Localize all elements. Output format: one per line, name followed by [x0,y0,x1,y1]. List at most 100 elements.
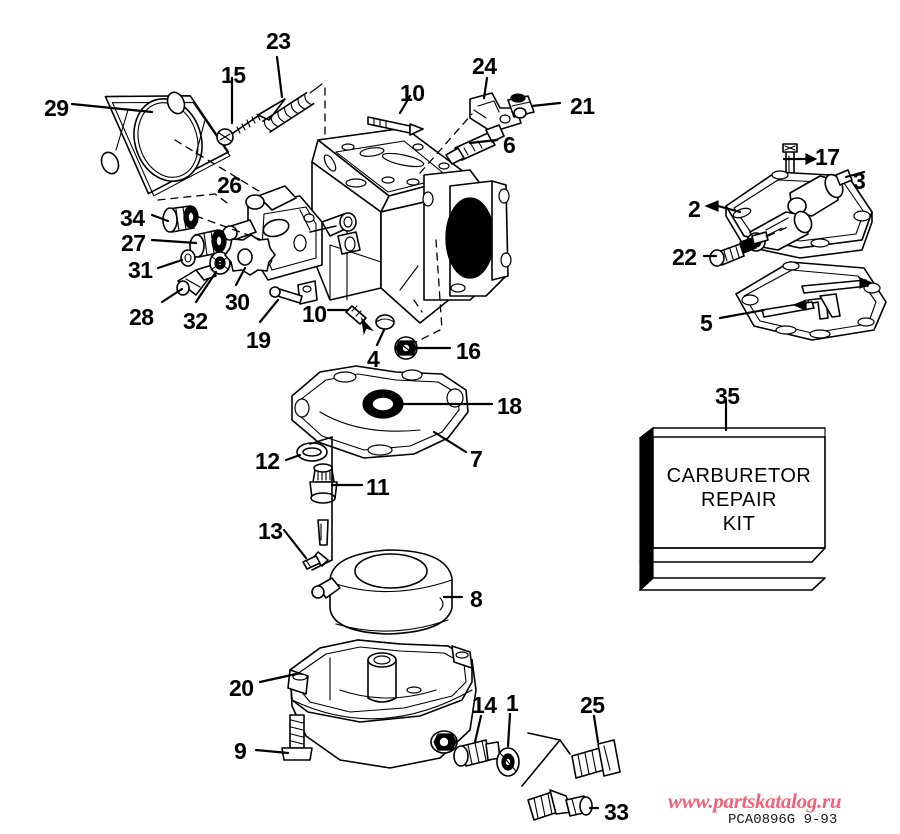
callout-14: 14 [472,692,497,718]
leader-25 [592,714,600,744]
part-22-needle-valve [709,227,783,267]
callout-35: 35 [715,383,740,409]
leader-13 [282,528,308,560]
part-29-gasket [100,91,231,197]
part-16-nut [394,336,418,360]
part-6-screw [445,124,505,165]
leader-17-arrow [805,153,818,165]
part-31-washer [180,249,196,267]
callout-10-upper: 10 [400,80,425,106]
part-34-bushing [162,205,199,233]
callout-22: 22 [672,244,697,270]
callout-7: 7 [470,446,483,472]
leader-31 [156,258,184,270]
callout-27: 27 [121,230,146,256]
site-watermark: www.partskatalog.ru [668,789,842,813]
callout-17: 17 [815,144,840,170]
callout-9: 9 [234,738,247,764]
callout-33: 33 [604,799,629,825]
assembly-line-16b [435,239,443,331]
part-14-drain-screw [453,739,501,767]
part-10-lower-pin [345,305,374,336]
leader-34 [150,213,170,223]
callout-5: 5 [700,310,713,336]
callout-21: 21 [570,93,595,119]
leader-24 [482,76,489,100]
leader-9 [254,748,290,755]
carburetor-body [222,127,512,324]
callout-19: 19 [246,327,271,353]
leader-5 [718,308,766,320]
callout-2: 2 [688,196,701,222]
assembly-line-22 [767,225,791,237]
leader-20 [258,672,298,684]
part-8-float [311,549,453,635]
part-5-cover-gasket [735,261,887,341]
leader-10-upper [398,94,412,115]
part-12-oring [296,442,328,462]
callout-11: 11 [366,474,390,500]
part-20-float-bowl [287,639,477,769]
bracket-25-33 [521,732,561,787]
leader-32 [194,270,218,304]
callout-4: 4 [367,346,380,372]
leader-27 [150,238,198,245]
callout-3: 3 [853,168,866,194]
callout-26: 26 [217,172,242,198]
part-25-bolt [571,739,621,779]
assembly-line-4 [413,299,423,313]
part-33-fitting [527,789,593,821]
bracket-11-top [309,436,333,445]
leader-19 [258,298,280,324]
callout-10-lower: 10 [302,301,327,327]
leader-7 [432,430,468,454]
part-32-nut [209,251,231,275]
part-1-washer [496,747,520,777]
callout-31: 31 [128,257,153,283]
part-23-spring [262,83,323,133]
leader-23 [275,55,284,99]
leader-29 [70,102,154,114]
callout-28: 28 [129,304,154,330]
repair-kit-line-2: REPAIR [701,489,777,511]
callout-29: 29 [44,95,69,121]
assembly-line-24 [419,113,473,174]
repair-kit-line-3: KIT [722,513,756,535]
part-30-gear-nut [224,234,276,276]
part-21-nut [507,93,535,119]
callout-13: 13 [258,518,283,544]
page-code: PCA0896G 9-93 [728,812,838,828]
callout-16: 16 [456,338,481,364]
bracket-25-33b [559,739,571,755]
callout-15: 15 [221,62,246,88]
callout-1: 1 [506,690,519,716]
callout-24: 24 [472,53,497,79]
part-35-repair-kit-box [639,426,826,592]
bracket-11-bottom [311,559,333,571]
part-4-plug [375,314,395,330]
callout-8: 8 [470,586,483,612]
callout-23: 23 [266,28,291,54]
part-10-upper-pin [367,116,424,136]
leader-4 [375,328,386,347]
callout-32: 32 [183,308,208,334]
part-9-screw [281,714,313,761]
callout-25: 25 [580,692,605,718]
leader-14 [473,714,483,744]
leader-30 [234,266,247,287]
leader-21 [530,101,562,108]
callout-6: 6 [503,132,516,158]
leader-1 [506,712,512,748]
leader-2-arrow [704,200,719,212]
part-19-pin [269,286,303,304]
part-13-clip [302,555,321,570]
leader-6 [468,138,499,145]
assembly-line-16 [415,329,441,343]
repair-kit-line-1: CARBURETOR [666,465,812,487]
callout-30: 30 [225,289,250,315]
leader-12 [284,453,302,462]
part-15-screw [216,98,286,146]
assembly-line-34b [157,193,231,206]
